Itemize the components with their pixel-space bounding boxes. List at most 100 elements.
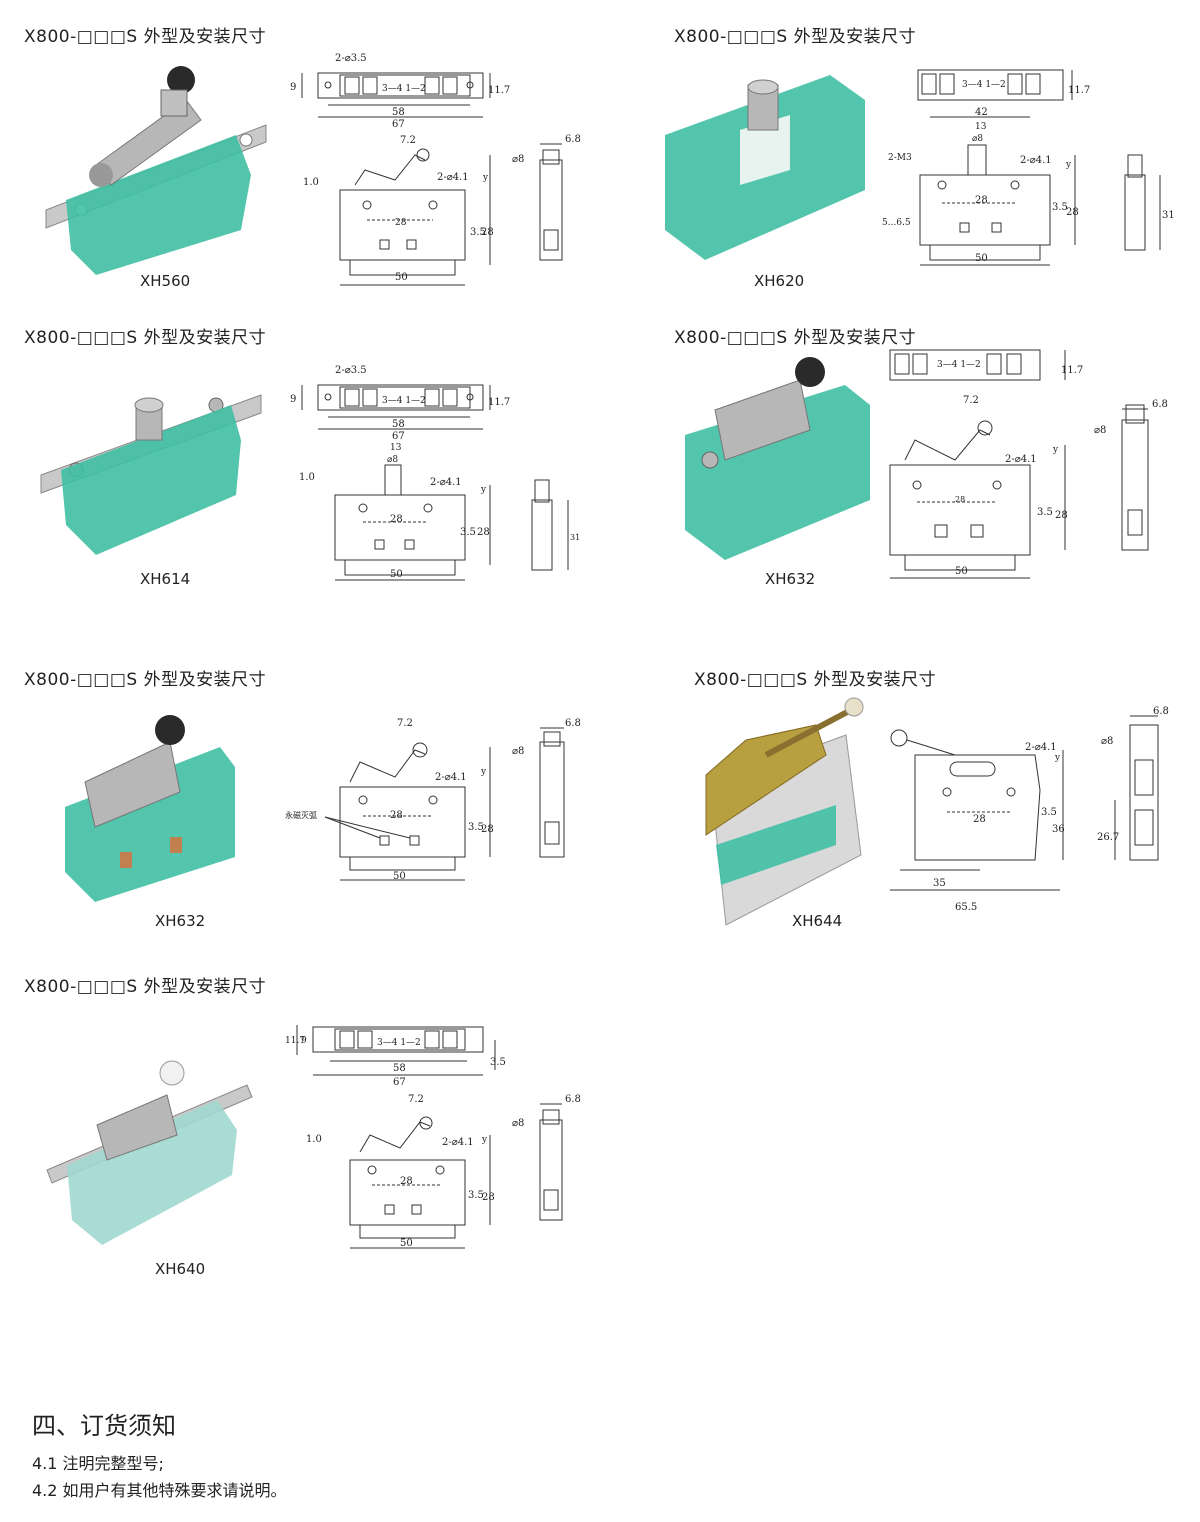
dim-x: 3.5 <box>460 527 476 538</box>
dim-center: 28 <box>390 810 403 821</box>
dim-screw: 2-M3 <box>888 153 912 163</box>
dim-holes: 2-⌀4.1 <box>1005 454 1037 465</box>
dim-height: 28 <box>482 1192 495 1203</box>
dim-pitch: 58 <box>392 419 405 430</box>
dim-base: 50 <box>400 1238 413 1249</box>
terminal-label: 3—4 1—2 <box>937 360 981 370</box>
model-label: XH632 <box>765 570 816 588</box>
dim-width: 6.8 <box>1153 706 1169 717</box>
dim-holes: 2-⌀4.1 <box>442 1137 474 1148</box>
dim-x: 3.5 <box>1037 507 1053 518</box>
xh632-front-view-magnetic: 7.2 2-⌀4.1 永磁灭弧 28 3.5 28 50 y <box>285 718 494 882</box>
dim-offset: 1.0 <box>303 177 319 188</box>
terminal-label: 3—4 1—2 <box>377 1038 421 1048</box>
terminal-label: 3—4 1—2 <box>382 396 426 406</box>
model-label: XH620 <box>754 272 805 290</box>
dim-base: 50 <box>395 272 408 283</box>
dim-offset: 1.0 <box>306 1134 322 1145</box>
label-magnet: 永磁灭弧 <box>285 810 317 820</box>
xh644-photo <box>705 697 864 926</box>
dim-lever: 7.2 <box>408 1094 424 1105</box>
xh632-front-view: 7.2 2-⌀4.1 28 3.5 28 50 y <box>889 395 1068 579</box>
dim-y: y <box>482 173 489 183</box>
dim-center: 28 <box>955 495 965 504</box>
dim-lever: 7.2 <box>963 395 979 406</box>
dim-dia: ⌀8 <box>387 455 398 465</box>
dim-center: 28 <box>973 814 986 825</box>
xh614-side-view: 31 <box>531 479 580 571</box>
dim-base: 50 <box>955 566 968 577</box>
dim-y: y <box>1054 753 1061 763</box>
dim-base: 50 <box>393 871 406 882</box>
dim-width: 9 <box>290 82 296 93</box>
dim-dia: ⌀8 <box>972 134 983 144</box>
dim-dia: ⌀8 <box>1101 736 1113 747</box>
dim-y: y <box>480 485 487 495</box>
dim-plunger-width: 13 <box>975 122 987 132</box>
dim-width: 9 <box>301 1036 307 1046</box>
xh632-photo <box>685 357 870 560</box>
dim-height: 11.7 <box>488 397 510 408</box>
xh560-top-view: 2-⌀3.5 3—4 1—2 58 67 9 11.7 <box>290 53 510 130</box>
dim-dia: ⌀8 <box>512 1118 524 1129</box>
dim-y: y <box>480 767 487 777</box>
dim-length: 67 <box>392 431 405 442</box>
ordering-item: 4.2 如用户有其他特殊要求请说明。 <box>32 1481 287 1500</box>
dim-holes: 2-⌀4.1 <box>1025 742 1057 753</box>
dim-plunger-width: 13 <box>390 443 402 453</box>
dim-y: y <box>1065 160 1072 170</box>
dim-base: 50 <box>975 253 988 264</box>
dim-holes: 2-⌀3.5 <box>335 53 367 64</box>
dim-height: 28 <box>477 527 490 538</box>
xh632-side-view-magnetic: 6.8 ⌀8 <box>512 718 581 858</box>
dim-length: 67 <box>392 119 405 130</box>
dim-width: 6.8 <box>565 718 581 729</box>
dim-height: 11.7 <box>488 85 510 96</box>
xh614-photo <box>40 394 262 555</box>
dim-height: 36 <box>1052 824 1065 835</box>
dim-width: 9 <box>290 394 296 405</box>
dim-pitch: 58 <box>393 1063 406 1074</box>
dim-lever: 7.2 <box>400 135 416 146</box>
dim-center: 28 <box>400 1176 413 1187</box>
dim-y: y <box>481 1135 488 1145</box>
dim-height: 11.7 <box>1068 85 1090 96</box>
dim-width: 6.8 <box>565 134 581 145</box>
dim-height: 31 <box>1162 210 1175 221</box>
dim-side: 3.5 <box>490 1057 506 1068</box>
xh640-photo <box>46 1060 253 1245</box>
section-heading: X800-□□□S 外型及安装尺寸 <box>24 977 267 997</box>
terminal-label: 3—4 1—2 <box>382 84 426 94</box>
section-heading: X800-□□□S 外型及安装尺寸 <box>694 670 937 690</box>
xh560-side-view: 6.8 ⌀8 <box>512 134 581 261</box>
xh620-top-view: 3—4 1—2 11.7 <box>917 69 1090 101</box>
dim-holes: 2-⌀3.5 <box>335 365 367 376</box>
xh620-front-view: 42 13 ⌀8 2-M3 2-⌀4.1 28 5...6.5 3.5 28 5… <box>882 107 1079 266</box>
section-heading: X800-□□□S 外型及安装尺寸 <box>24 27 267 47</box>
dim-height: 28 <box>481 227 494 238</box>
xh640-top-view: 3—4 1—2 58 67 9 11.7 3.5 <box>285 1025 506 1088</box>
dim-base: 65.5 <box>955 902 977 913</box>
dim-height: 28 <box>1066 207 1079 218</box>
dim-height: 28 <box>481 824 494 835</box>
model-label: XH560 <box>140 272 191 290</box>
section-heading: X800-□□□S 外型及安装尺寸 <box>24 328 267 348</box>
dim-y: y <box>1052 445 1059 455</box>
xh620-side-view: 31 <box>1124 154 1175 251</box>
dim-pitch: 58 <box>392 107 405 118</box>
dim-center: 28 <box>975 195 988 206</box>
dim-height: 11.7 <box>285 1036 305 1046</box>
dim-width: 6.8 <box>565 1094 581 1105</box>
section-heading: X800-□□□S 外型及安装尺寸 <box>24 670 267 690</box>
dim-x: 3.5 <box>470 227 486 238</box>
dim-dia: ⌀8 <box>512 746 524 757</box>
dim-dia: ⌀8 <box>1094 425 1106 436</box>
xh632-photo <box>65 715 235 902</box>
xh560-front-view: 7.2 2-⌀4.1 1.0 28 3.5 28 50 y <box>303 135 494 286</box>
dim-range: 5...6.5 <box>882 218 911 228</box>
dim-x: 3.5 <box>1041 807 1057 818</box>
dim-holes: 2-⌀4.1 <box>430 477 462 488</box>
dim-x: 3.5 <box>468 822 484 833</box>
xh644-side-view: 6.8 ⌀8 26.7 <box>1097 706 1169 861</box>
ordering-item: 4.1 注明完整型号; <box>32 1454 164 1473</box>
